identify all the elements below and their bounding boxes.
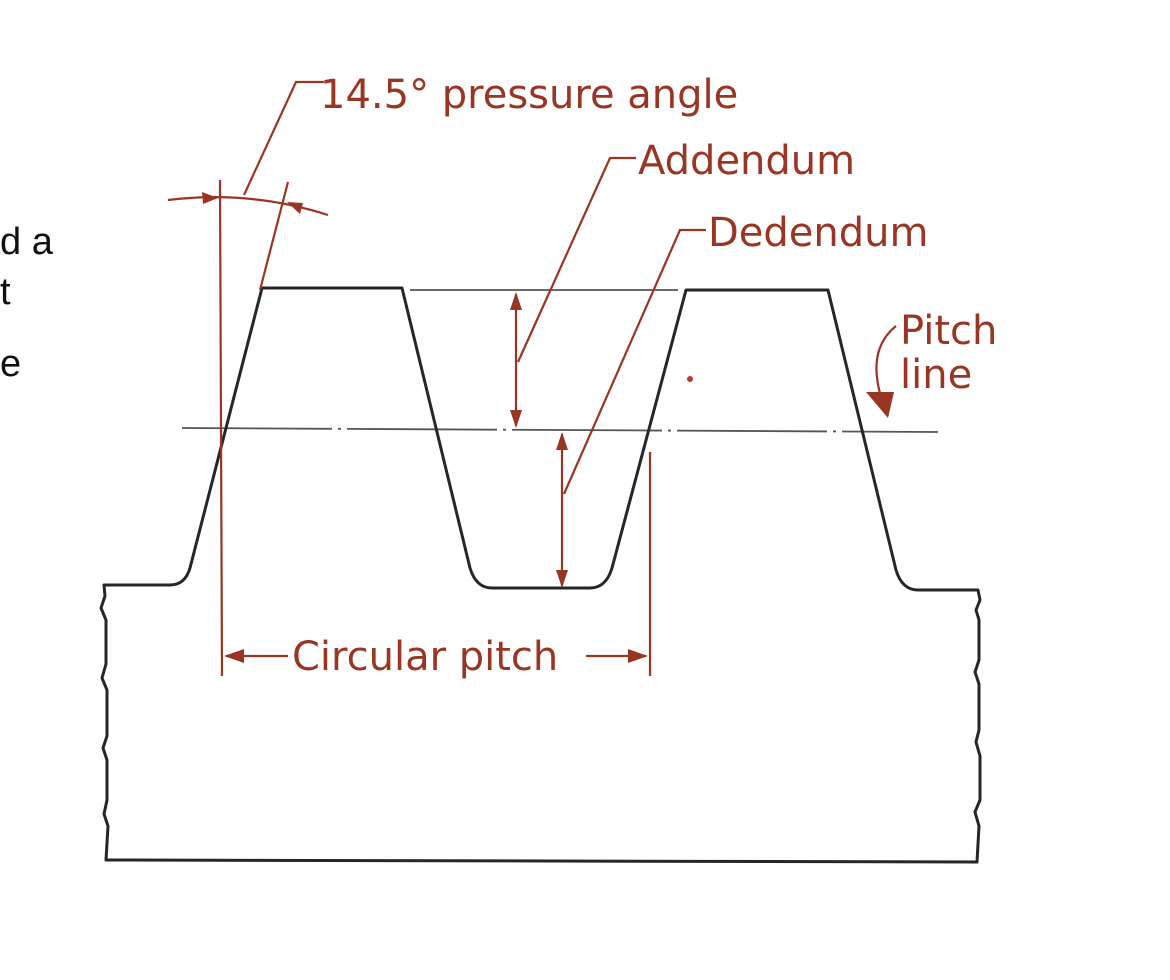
dedendum-leader bbox=[562, 228, 706, 495]
pitch-line-arrowhead bbox=[866, 392, 894, 418]
addendum-arrowhead-bottom bbox=[510, 410, 522, 428]
pressure-angle-arrowhead-left bbox=[202, 192, 218, 204]
addendum-leader bbox=[516, 156, 636, 363]
pitch-line-label-pitch: Pitch bbox=[900, 308, 997, 354]
dedendum-arrowhead-top bbox=[556, 432, 568, 450]
flank-extension-line bbox=[258, 181, 290, 291]
rack-outline bbox=[99, 286, 982, 864]
pressure-angle-label: 14.5° pressure angle bbox=[320, 72, 738, 118]
pitch-line-curved-arrow bbox=[875, 325, 897, 401]
circular-pitch-arrowhead-right bbox=[628, 649, 648, 663]
dedendum-label: Dedendum bbox=[708, 210, 928, 256]
side-text-line-3: e bbox=[0, 343, 21, 385]
circular-pitch-label: Circular pitch bbox=[292, 634, 558, 680]
dedendum-arrowhead-bottom bbox=[556, 570, 568, 588]
side-text-line-1: d a bbox=[0, 221, 54, 263]
addendum-arrowhead-top bbox=[510, 292, 522, 310]
marker-dot bbox=[687, 376, 693, 382]
side-text-line-2: t bbox=[0, 271, 11, 313]
pitch-line-label-line: line bbox=[900, 352, 972, 398]
addendum-label: Addendum bbox=[638, 138, 855, 184]
pressure-angle-leader bbox=[243, 80, 324, 196]
pressure-angle-arrowhead-right bbox=[287, 202, 303, 214]
pitch-line bbox=[181, 427, 939, 433]
circular-pitch-arrowhead-left bbox=[224, 649, 244, 663]
pressure-angle-arc bbox=[167, 196, 329, 217]
vertical-reference-line bbox=[218, 179, 224, 677]
